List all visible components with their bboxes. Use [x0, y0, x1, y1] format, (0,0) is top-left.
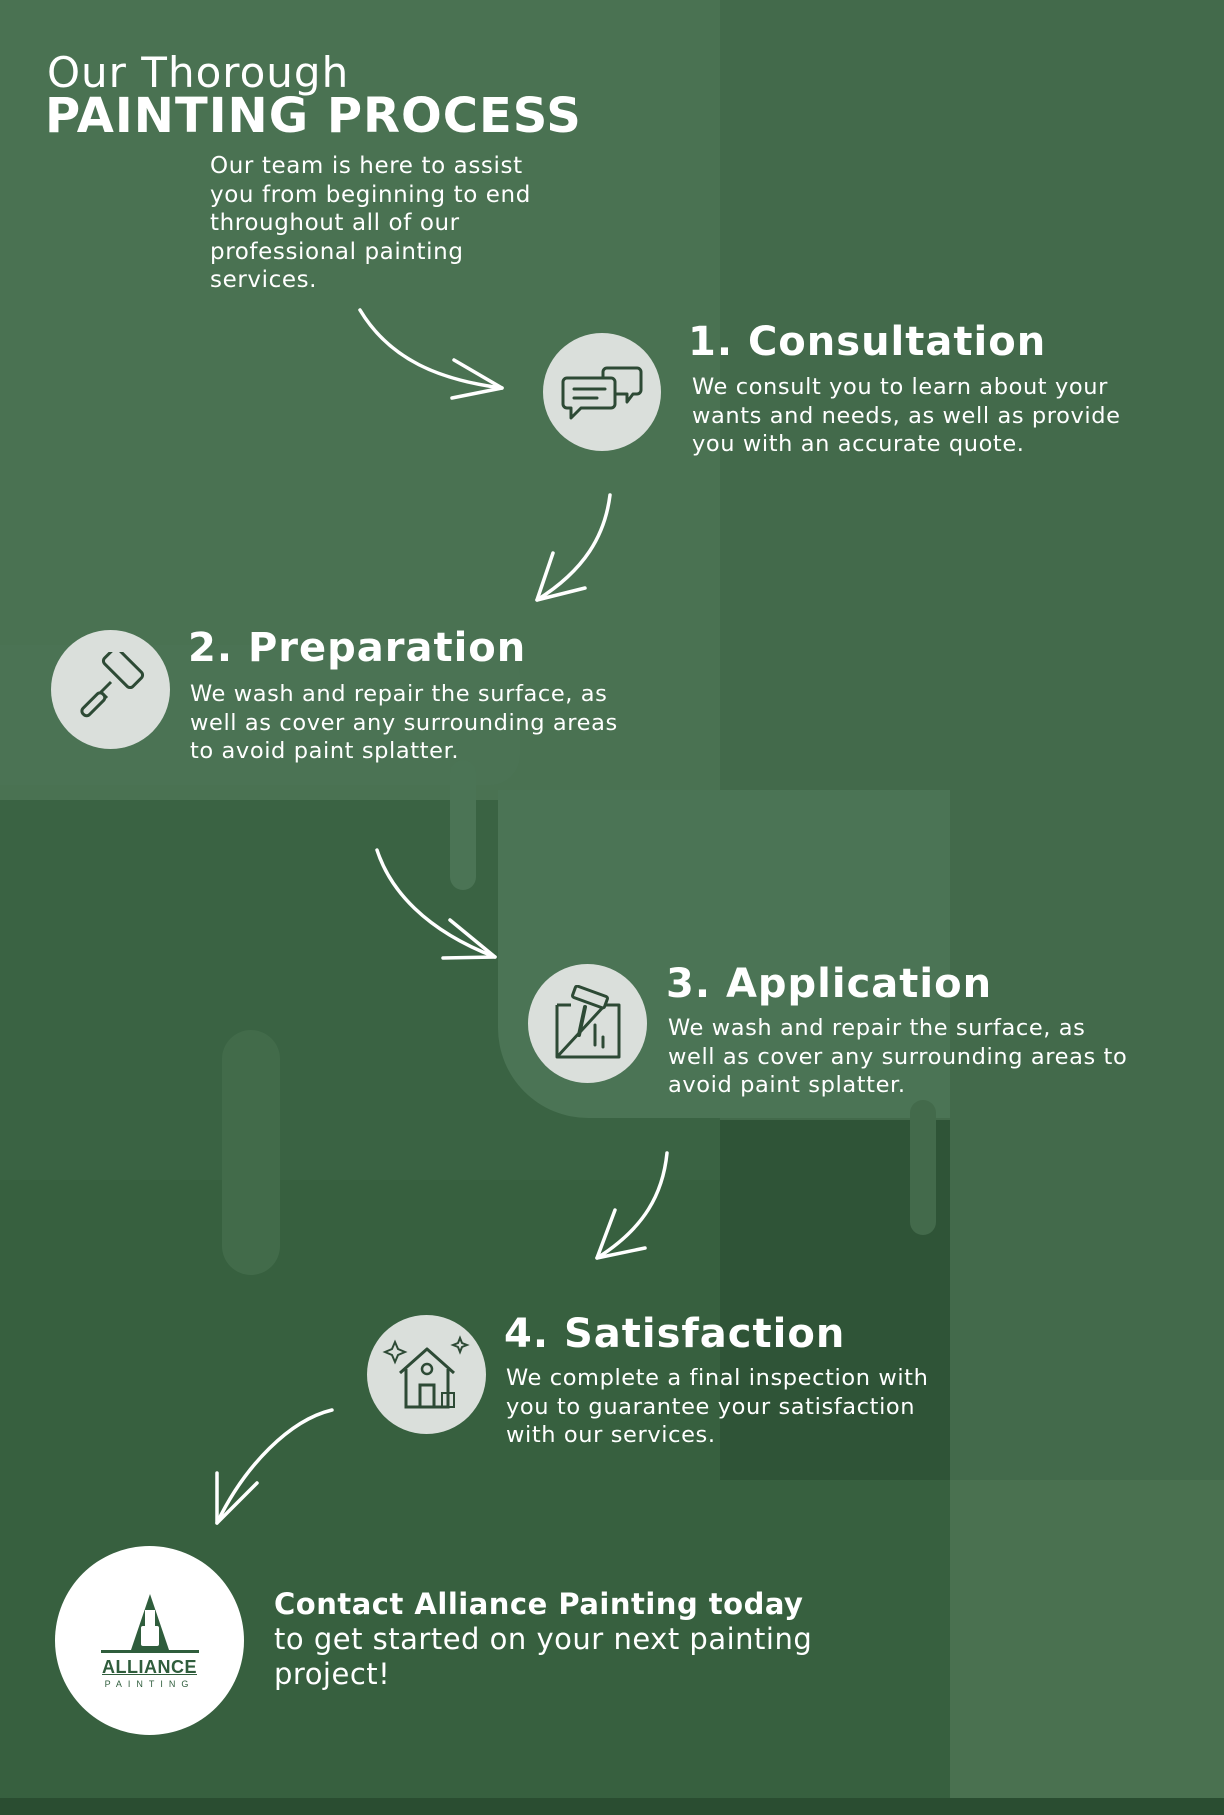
arrow-step3-to-step4: [595, 1151, 669, 1260]
bg-drip-2: [910, 1100, 936, 1235]
chat-bubbles-icon: [561, 366, 643, 420]
arrow-step4-to-cta: [215, 1408, 334, 1525]
bg-handle: [222, 1030, 280, 1275]
step1-title: 1. Consultation: [688, 319, 1047, 365]
bg-drip-1: [450, 760, 476, 890]
step3-description: We wash and repair the surface, as well …: [668, 1015, 1128, 1098]
subtitle: Our Thorough: [47, 48, 350, 97]
step2-description: We wash and repair the surface, as well …: [190, 681, 618, 764]
sparkling-house-icon: [381, 1334, 470, 1408]
cta-bold: Contact Alliance Painting today: [274, 1587, 804, 1621]
cta-rest: to get started on your next painting pro…: [274, 1622, 813, 1691]
paint-roller-icon: [79, 651, 144, 717]
step2-title: 2. Preparation: [188, 625, 527, 671]
step1-icon-circle: [543, 333, 661, 451]
page-title: PAINTING PROCESS: [45, 88, 582, 144]
arrow-intro-to-step1: [358, 308, 504, 400]
step4-description: We complete a final inspection with you …: [506, 1365, 929, 1448]
logo-name: ALLIANCE: [102, 1657, 197, 1677]
alliance-logo-icon: [100, 1594, 199, 1653]
bg-panel-bottom-right: [950, 1480, 1224, 1800]
step2-icon-circle: [51, 630, 170, 749]
step3-title: 3. Application: [666, 961, 993, 1007]
arrow-step1-to-step2: [535, 493, 612, 602]
bg-bottom-strip: [0, 1798, 1224, 1815]
paint-roller-wall-icon: [555, 984, 620, 1058]
step4-title: 4. Satisfaction: [504, 1311, 846, 1357]
step1-description: We consult you to learn about your wants…: [692, 374, 1121, 457]
arrow-step2-to-step3: [375, 848, 497, 960]
intro-text: Our team is here to assist you from begi…: [210, 153, 531, 293]
step3-icon-circle: [528, 964, 647, 1083]
step4-icon-circle: [367, 1315, 486, 1434]
logo-circle: ALLIANCE PAINTING: [55, 1546, 244, 1735]
logo-sub: PAINTING: [104, 1679, 195, 1689]
cta-text: Contact Alliance Painting today to get s…: [274, 1587, 834, 1692]
